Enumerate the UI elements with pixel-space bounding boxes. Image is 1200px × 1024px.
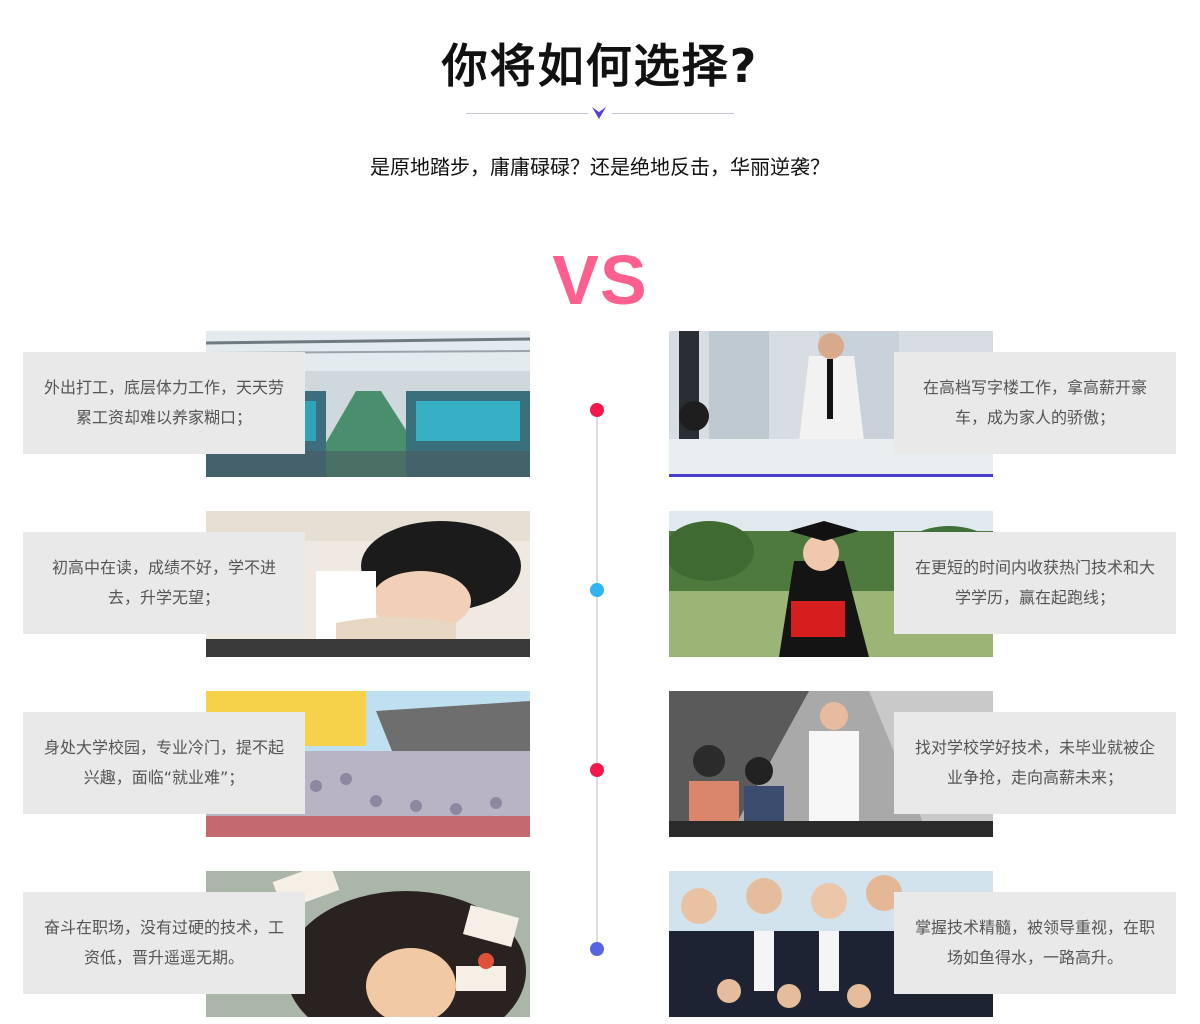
caption-right-3: 找对学校学好技术，未毕业就被企业争抢，走向高薪未来； bbox=[894, 712, 1176, 814]
caption-left-3: 身处大学校园，专业冷门，提不起兴趣，面临“就业难”； bbox=[23, 712, 305, 814]
vs-label: VS bbox=[552, 241, 648, 319]
caption-right-4: 掌握技术精髓，被领导重视，在职场如鱼得水，一路高升。 bbox=[894, 892, 1176, 994]
page-title: 你将如何选择? bbox=[441, 39, 759, 93]
timeline-dot-4 bbox=[590, 942, 604, 956]
timeline-dot-3 bbox=[590, 763, 604, 777]
caption-left-1: 外出打工，底层体力工作，天天劳累工资却难以养家糊口； bbox=[23, 352, 305, 454]
caption-left-4: 奋斗在职场，没有过硬的技术，工资低，晋升遥遥无期。 bbox=[23, 892, 305, 994]
caption-right-2: 在更短的时间内收获热门技术和大学学历，赢在起跑线； bbox=[894, 532, 1176, 634]
title-divider-left bbox=[466, 113, 588, 114]
title-divider-right bbox=[612, 113, 734, 114]
timeline-line bbox=[596, 410, 598, 950]
caption-left-2: 初高中在读，成绩不好，学不进去，升学无望； bbox=[23, 532, 305, 634]
caption-right-1: 在高档写字楼工作，拿高薪开豪车，成为家人的骄傲； bbox=[894, 352, 1176, 454]
timeline-dot-1 bbox=[590, 403, 604, 417]
page-subtitle: 是原地踏步，庸庸碌碌？还是绝地反击，华丽逆袭？ bbox=[370, 155, 830, 179]
chevron-down-icon bbox=[592, 107, 606, 119]
timeline-dot-2 bbox=[590, 583, 604, 597]
